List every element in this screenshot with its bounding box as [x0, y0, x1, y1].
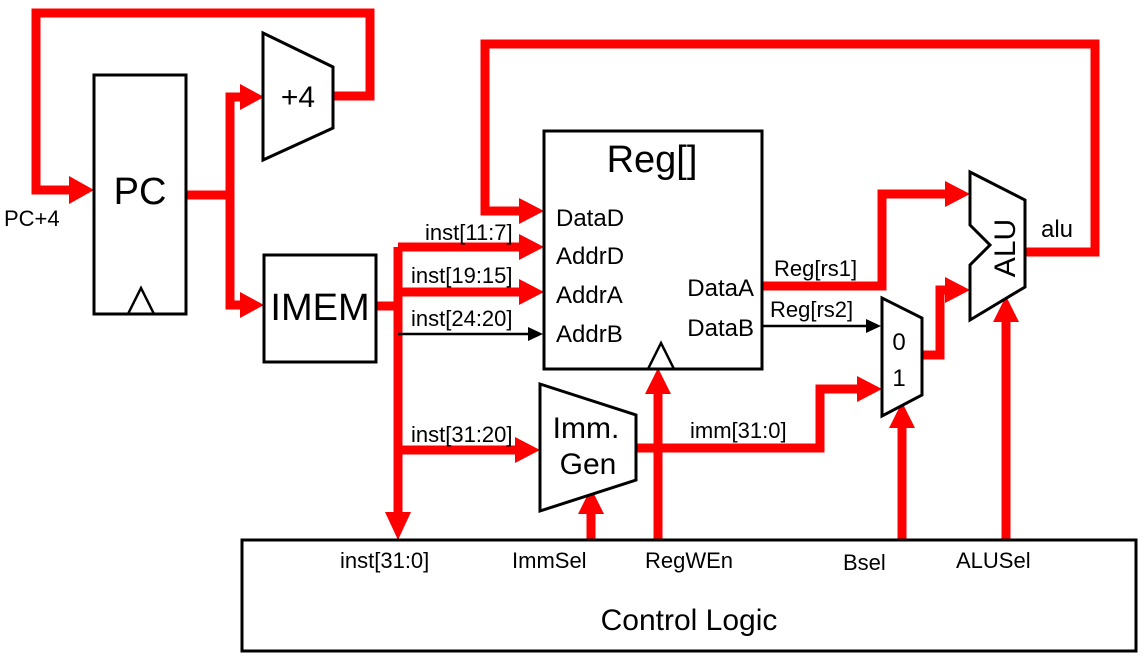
signal-regwen: RegWEn	[645, 548, 733, 573]
imem-label: IMEM	[270, 287, 369, 329]
immgen-label-2: Gen	[560, 448, 617, 481]
regfile-clock-triangle	[646, 340, 676, 370]
pc-register	[92, 73, 188, 316]
arrowhead-datad	[519, 198, 544, 224]
red-wires	[31, 8, 1100, 540]
red-arrowheads	[69, 84, 1019, 540]
signal-pc-plus4: PC+4	[4, 206, 60, 231]
arrowhead-mux-in1	[857, 376, 882, 402]
bsel-mux	[880, 295, 924, 419]
signal-alusel: ALUSel	[956, 548, 1031, 573]
signal-immsel: ImmSel	[512, 548, 587, 573]
signal-inst-31-0: inst[31:0]	[340, 548, 429, 573]
alu-label: ALU	[989, 219, 1022, 277]
control-logic-label: Control Logic	[601, 604, 778, 637]
arrowhead-bsel	[889, 402, 915, 428]
arrowhead-adder-in	[240, 84, 264, 110]
block-labels: PC +4 IMEM Reg[] Imm. Gen ALU Control Lo…	[114, 81, 1022, 637]
port-addra: AddrA	[556, 282, 623, 309]
pc-label: PC	[114, 171, 167, 213]
arrowhead-alusel	[993, 296, 1019, 322]
adder-label: +4	[281, 81, 315, 114]
mux-input-1: 1	[892, 365, 905, 392]
black-wires	[398, 319, 881, 341]
arrowhead-alu-a	[945, 181, 970, 207]
wire-imm-to-mux	[636, 384, 860, 453]
signal-imm: imm[31:0]	[690, 418, 787, 443]
signal-inst-31-20: inst[31:20]	[411, 422, 513, 447]
arrowhead-immsel	[578, 488, 604, 514]
signal-bsel: Bsel	[843, 550, 886, 575]
wire-pc-to-adder	[186, 92, 242, 200]
arrowhead-imem-in	[240, 292, 264, 318]
signal-reg-rs1: Reg[rs1]	[774, 256, 857, 281]
signal-alu-out: alu	[1041, 216, 1073, 243]
adder-block	[261, 30, 335, 163]
immgen-label-1: Imm.	[553, 412, 620, 445]
wire-pc-plus4-feedback	[31, 8, 375, 195]
control-logic-block	[240, 538, 1138, 653]
wire-rs1-to-alu	[762, 189, 948, 291]
pc-clock-triangle	[126, 285, 156, 315]
port-dataa: DataA	[687, 275, 754, 302]
arrowhead-immgen-in	[515, 437, 540, 463]
port-datab: DataB	[687, 315, 754, 342]
immgen-block	[538, 381, 638, 514]
arrowhead-mux-in0	[866, 319, 881, 333]
alu-block	[968, 169, 1027, 323]
regfile-ports: DataD AddrD AddrA AddrB DataA DataB 0 1	[556, 205, 906, 392]
signal-labels: PC+4 inst[11:7] inst[19:15] inst[24:20] …	[4, 206, 1073, 575]
signal-reg-rs2: Reg[rs2]	[770, 297, 853, 322]
imem-block	[262, 253, 378, 364]
arrowhead-addrb	[528, 327, 543, 341]
arrowhead-pc-in	[69, 176, 94, 204]
signal-inst-24-20: inst[24:20]	[411, 306, 513, 331]
wire-mux-to-alu	[922, 285, 948, 360]
arrowhead-inst-to-control	[385, 512, 411, 540]
regfile-label: Reg[]	[607, 139, 698, 181]
mux-input-0: 0	[892, 329, 905, 356]
arrowhead-alu-b	[945, 277, 970, 303]
signal-inst-11-7: inst[11:7]	[425, 220, 513, 245]
arrowhead-addrd	[519, 234, 544, 260]
signal-inst-19-15: inst[19:15]	[411, 263, 513, 288]
arrowhead-regwen	[645, 368, 671, 394]
wire-alu-writeback	[480, 39, 1100, 257]
arrowhead-addra	[519, 279, 544, 305]
port-addrb: AddrB	[556, 321, 623, 348]
register-file	[542, 129, 764, 371]
port-addrd: AddrD	[556, 243, 624, 270]
port-datad: DataD	[556, 205, 624, 232]
wire-pc-to-imem	[225, 195, 242, 310]
blocks	[92, 30, 1138, 653]
